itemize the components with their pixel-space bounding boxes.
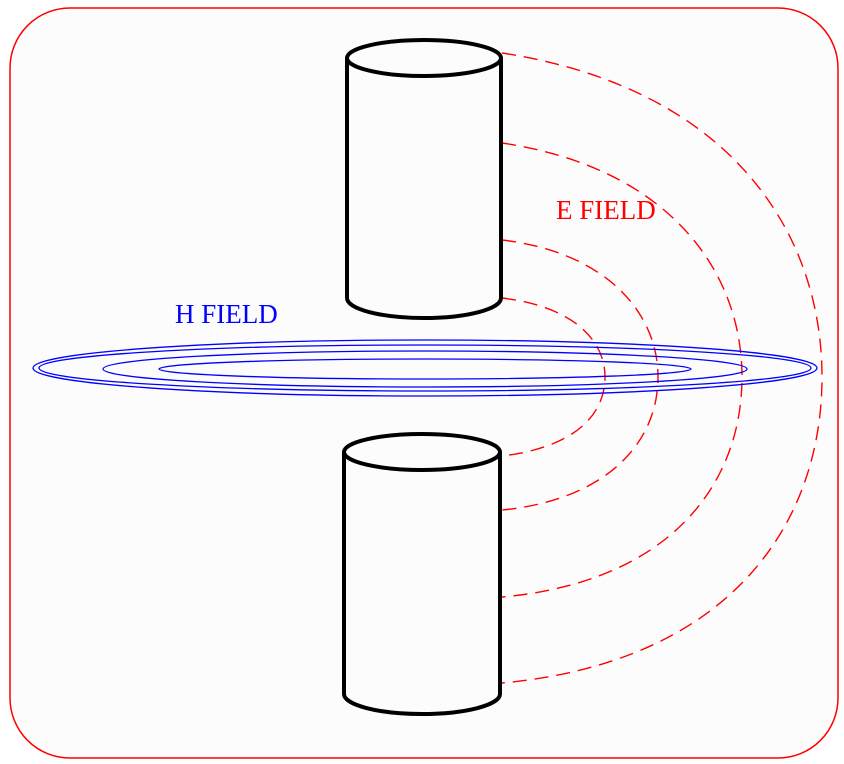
h-field-ring-1 [32, 339, 818, 397]
h-field-label: H FIELD [175, 299, 278, 329]
e-field-line-3 [501, 142, 743, 598]
e-field-line-4 [501, 52, 823, 684]
lower-conductor-bottom [342, 693, 502, 716]
e-field-label: E FIELD [556, 195, 656, 225]
diagram-frame [9, 7, 839, 759]
e-field-line-2 [501, 239, 659, 511]
h-field-lines [32, 339, 818, 397]
upper-conductor-top [345, 38, 503, 78]
h-field-ring-3 [102, 350, 748, 388]
upper-conductor [345, 38, 503, 320]
lower-conductor-top [342, 432, 502, 472]
h-field-ring-4 [158, 358, 692, 380]
lower-conductor [342, 432, 502, 716]
upper-conductor-bottom [345, 297, 503, 320]
h-field-ring-2 [38, 344, 812, 392]
